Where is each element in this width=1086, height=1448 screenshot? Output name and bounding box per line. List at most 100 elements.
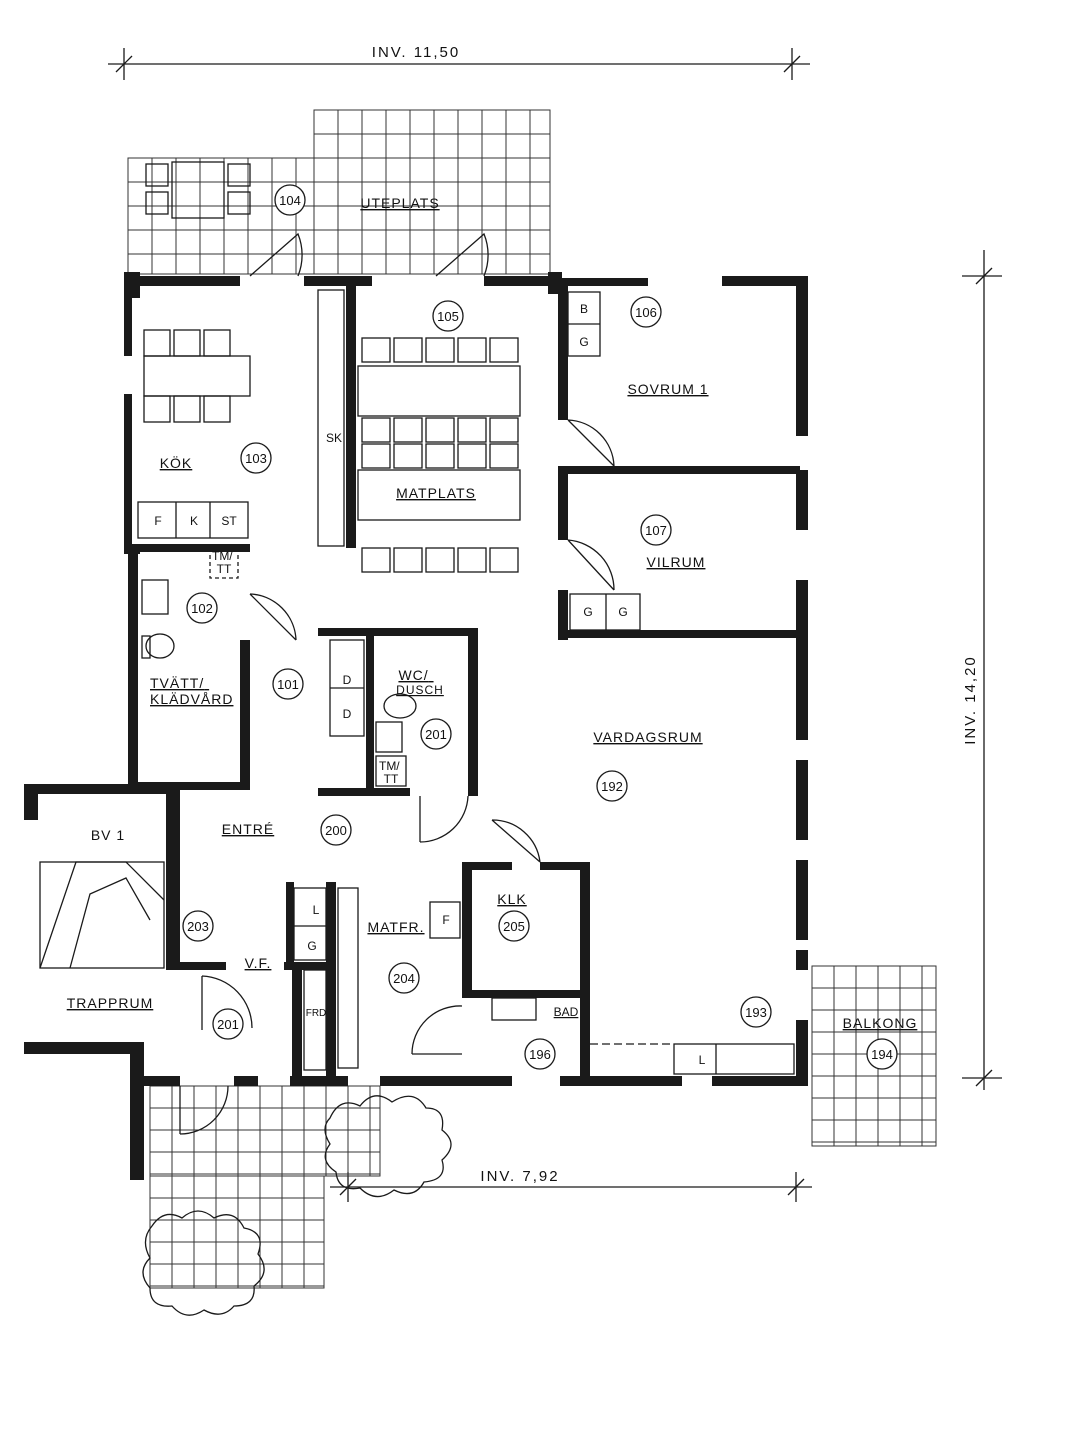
fixture-tm-tt: TM/ TT [379,759,403,786]
fixture-labels: SK F K ST B G G G TM/ TT TM/ TT D D L G … [154,302,705,1067]
room-label-tvatt-line1: TVÄTT/ [150,675,204,691]
fixture-l: L [313,903,320,917]
fixture-tm-line1: TM/ [212,549,233,563]
fixture-fridge: F [442,913,449,927]
dining-chair [425,443,455,469]
room-number: 201 [217,1017,239,1032]
room-number: 192 [601,779,623,794]
room-number: 193 [745,1005,767,1020]
fixture-d: D [343,673,352,687]
dining-chair [425,547,455,573]
dining-chair [393,443,423,469]
room-label-vf: V.F. [245,955,272,971]
fixture-frd: FRD [306,1008,327,1019]
fixture-fridge: F [154,514,161,528]
room-number-circle [866,1038,898,1070]
dining-chair [361,443,391,469]
room-label-sovrum: SOVRUM 1 [627,381,708,397]
fixture-tm-tt: TM/ TT [212,549,236,576]
room-label-wc-line2: DUSCH [396,683,444,697]
room-label-kok: KÖK [160,454,193,471]
dining-chair [457,337,487,363]
fixture-g: G [583,605,592,619]
room-label-uteplats: UTEPLATS [360,195,439,211]
fixture-g: G [307,939,316,953]
room-label-tvatt: TVÄTT/ KLÄDVÅRD [150,675,233,707]
dining-chair [393,337,423,363]
dining-chair [393,417,423,443]
dimension-bottom: INV. 7,92 [330,1168,812,1202]
fixture-tm-line2: TT [384,772,399,786]
room-label-matfr: MATFR. [367,919,424,935]
room-label-bad: BAD [554,1005,579,1019]
room-number-circle [596,770,628,802]
room-number-circle [740,996,772,1028]
dimension-top-label: INV. 11,50 [372,44,460,61]
room-number: 204 [393,971,415,986]
room-labels: UTEPLATS SOVRUM 1 KÖK MATPLATS VILRUM TV… [67,195,918,1031]
room-number: 194 [871,1047,893,1062]
fixture-d: D [343,707,352,721]
room-number: 105 [437,309,459,324]
room-number-circle [274,184,306,216]
room-number: 103 [245,451,267,466]
room-number-circle [524,1038,556,1070]
fixture-tm-line1: TM/ [379,759,400,773]
room-number-circle [498,910,530,942]
room-label-matplats: MATPLATS [396,485,476,501]
dining-chair [489,417,519,443]
dining-chair [361,417,391,443]
room-number: 102 [191,601,213,616]
dining-chair [489,443,519,469]
room-number-circle [240,442,272,474]
room-number: 106 [635,305,657,320]
room-label-balkong: BALKONG [843,1015,918,1031]
room-label-vilrum: VILRUM [647,554,706,570]
dimension-right: INV. 14,20 [962,250,1002,1090]
fixture-b: B [580,302,588,316]
fixture-g: G [579,335,588,349]
room-number-circle [272,668,304,700]
dining-chair [489,337,519,363]
room-number-circle [640,514,672,546]
room-number: 201 [425,727,447,742]
dimension-bottom-label: INV. 7,92 [480,1168,559,1185]
doors [179,232,615,1135]
room-number-circle [432,300,464,332]
dining-chair [457,443,487,469]
walls [24,272,808,1180]
room-number-circle [212,1008,244,1040]
dining-chair [361,337,391,363]
dining-chair [457,417,487,443]
room-number: 196 [529,1047,551,1062]
room-number: 101 [277,677,299,692]
room-label-bv: BV 1 [91,827,125,843]
room-number: 104 [279,193,301,208]
dining-chair [361,547,391,573]
fixture-stove: ST [221,514,237,528]
room-label-tvatt-line2: KLÄDVÅRD [150,691,233,707]
fixture-freezer: K [190,514,198,528]
dimension-top: INV. 11,50 [108,44,810,80]
room-number-circle [630,296,662,328]
fixture-sk: SK [326,431,342,445]
room-label-trapprum: TRAPPRUM [67,995,154,1011]
shrubs [142,1095,452,1316]
room-number: 203 [187,919,209,934]
room-label-klk: KLK [497,891,526,907]
room-numbers: 104 105 106 103 107 102 101 201 192 200 … [182,184,898,1070]
dining-chair [457,547,487,573]
dining-chair [425,417,455,443]
room-number: 205 [503,919,525,934]
room-number-circle [320,814,352,846]
room-number: 200 [325,823,347,838]
dining-chair [489,547,519,573]
fixture-g: G [618,605,627,619]
room-number-circle [388,962,420,994]
room-number: 107 [645,523,667,538]
room-label-wc-line1: WC/ [398,667,428,683]
dining-chair [393,547,423,573]
room-label-wc: WC/ DUSCH [396,667,444,697]
dimension-right-label: INV. 14,20 [962,655,979,745]
